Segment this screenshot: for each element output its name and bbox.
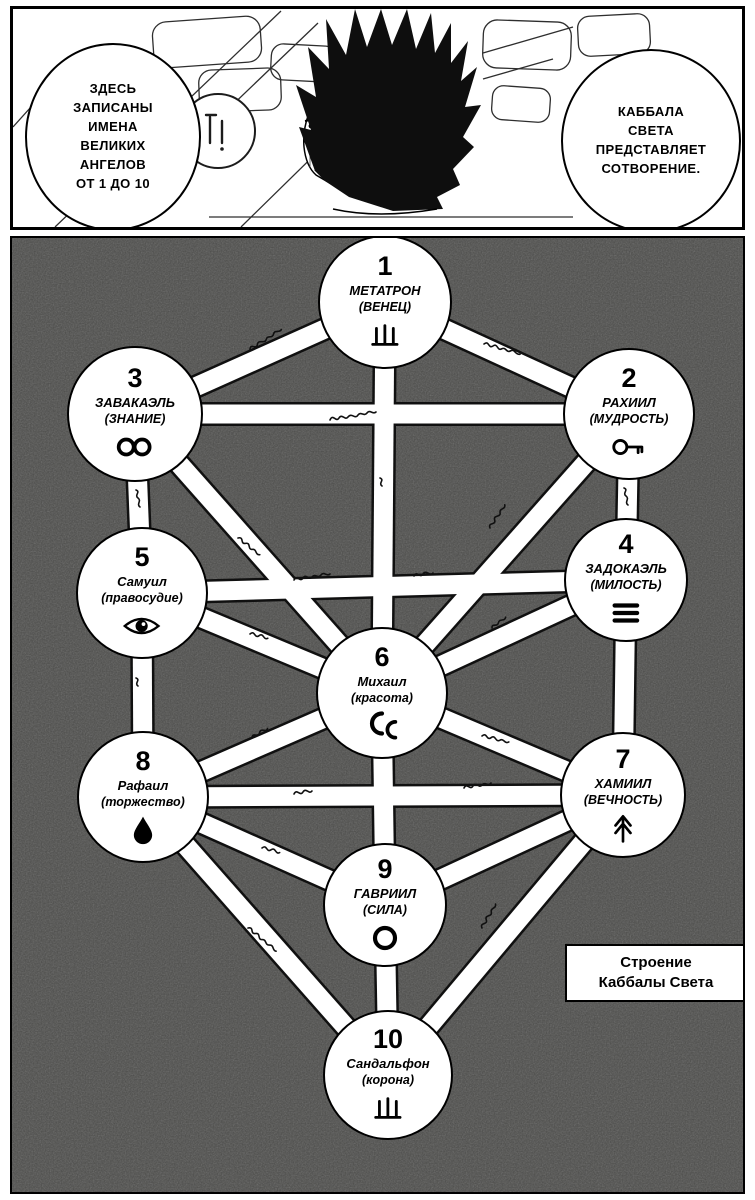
node-name: Сандальфон [346,1055,430,1071]
double-up-arrow-icon [608,812,638,844]
sephira-node-4: 4 ЗАДОКАЭЛЬ (МИЛОСТЬ) [564,518,688,642]
node-number: 7 [615,743,631,774]
node-name: Михаил [357,673,407,689]
node-name: ЗАВАКАЭЛЬ [95,394,175,410]
sephira-node-3: 3 ЗАВАКАЭЛЬ (ЗНАНИЕ) [67,346,203,482]
node-name: ГАВРИИЛ [353,885,417,901]
double-crescent-icon [362,710,402,742]
speech-text-right: КАББАЛА СВЕТА ПРЕДСТАВЛЯЕТ СОТВОРЕНИЕ. [595,104,707,176]
node-name: ЗАДОКАЭЛЬ [585,560,667,576]
node-epithet: (ВЕНЕЦ) [358,299,412,314]
node-number: 8 [135,745,151,776]
node-number: 1 [377,250,393,281]
node-epithet: (ЗНАНИЕ) [104,411,166,426]
sephira-node-6: 6 Михаил (красота) [316,627,448,759]
node-number: 9 [377,853,393,884]
spiky-hair [296,9,481,211]
node-name: Рафаил [117,777,169,793]
sephira-node-5: 5 Самуил (правосудие) [76,527,208,659]
sephira-node-7: 7 ХАМИИЛ (ВЕЧНОСТЬ) [560,732,686,858]
diagram-caption: Строение Каббалы Света [565,944,743,1002]
node-number: 6 [374,641,390,672]
caption-text: Строение Каббалы Света [598,953,714,991]
node-epithet: (ВЕЧНОСТЬ) [583,792,663,807]
node-number: 3 [127,362,143,393]
node-epithet: (торжество) [101,794,185,809]
node-epithet: (МУДРОСТЬ) [589,411,669,426]
infinity-icon [114,431,155,463]
sephira-node-1: 1 МЕТАТРОН (ВЕНЕЦ) [318,238,452,369]
sephira-node-8: 8 Рафаил (торжество) [77,731,209,863]
node-number: 4 [618,528,634,559]
sephira-node-10: 10 Сандальфон (корона) [323,1010,453,1140]
node-name: Самуил [117,573,167,589]
node-number: 10 [372,1023,404,1054]
node-name: МЕТАТРОН [349,282,421,298]
triple-bar-icon [609,597,643,629]
node-name: РАХИИЛ [602,394,656,410]
character-head [296,9,481,215]
node-epithet: (МИЛОСТЬ) [590,577,662,592]
handwriting-scribbles [135,328,629,953]
speech-bubble-left: ЗДЕСЬ ЗАПИСАНЫ ИМЕНА ВЕЛИКИХ АНГЕЛОВ ОТ … [25,43,201,227]
speech-text-left: ЗДЕСЬ ЗАПИСАНЫ ИМЕНА ВЕЛИКИХ АНГЕЛОВ ОТ … [73,81,153,191]
node-name: ХАМИИЛ [594,775,652,791]
key-icon [610,431,648,463]
ring-icon [370,922,400,954]
sephira-node-9: 9 ГАВРИИЛ (СИЛА) [323,843,447,967]
sephira-node-2: 2 РАХИИЛ (МУДРОСТЬ) [563,348,695,480]
drop-icon [128,814,158,846]
kabbalah-panel: 1 МЕТАТРОН (ВЕНЕЦ) 2 РАХИИЛ (МУДРОСТЬ) 3… [10,236,745,1194]
node-number: 5 [134,541,150,572]
node-number: 2 [621,362,637,393]
speech-bubble-right: КАББАЛА СВЕТА ПРЕДСТАВЛЯЕТ СОТВОРЕНИЕ. [561,49,741,227]
eye-icon [121,610,162,642]
top-panel: ЗДЕСЬ ЗАПИСАНЫ ИМЕНА ВЕЛИКИХ АНГЕЛОВ ОТ … [10,6,745,230]
crown-icon [368,319,402,351]
node-epithet: (корона) [361,1072,415,1087]
node-epithet: (СИЛА) [363,902,407,917]
crown-icon [371,1092,405,1124]
node-epithet: (правосудие) [101,590,183,605]
node-epithet: (красота) [351,690,413,705]
